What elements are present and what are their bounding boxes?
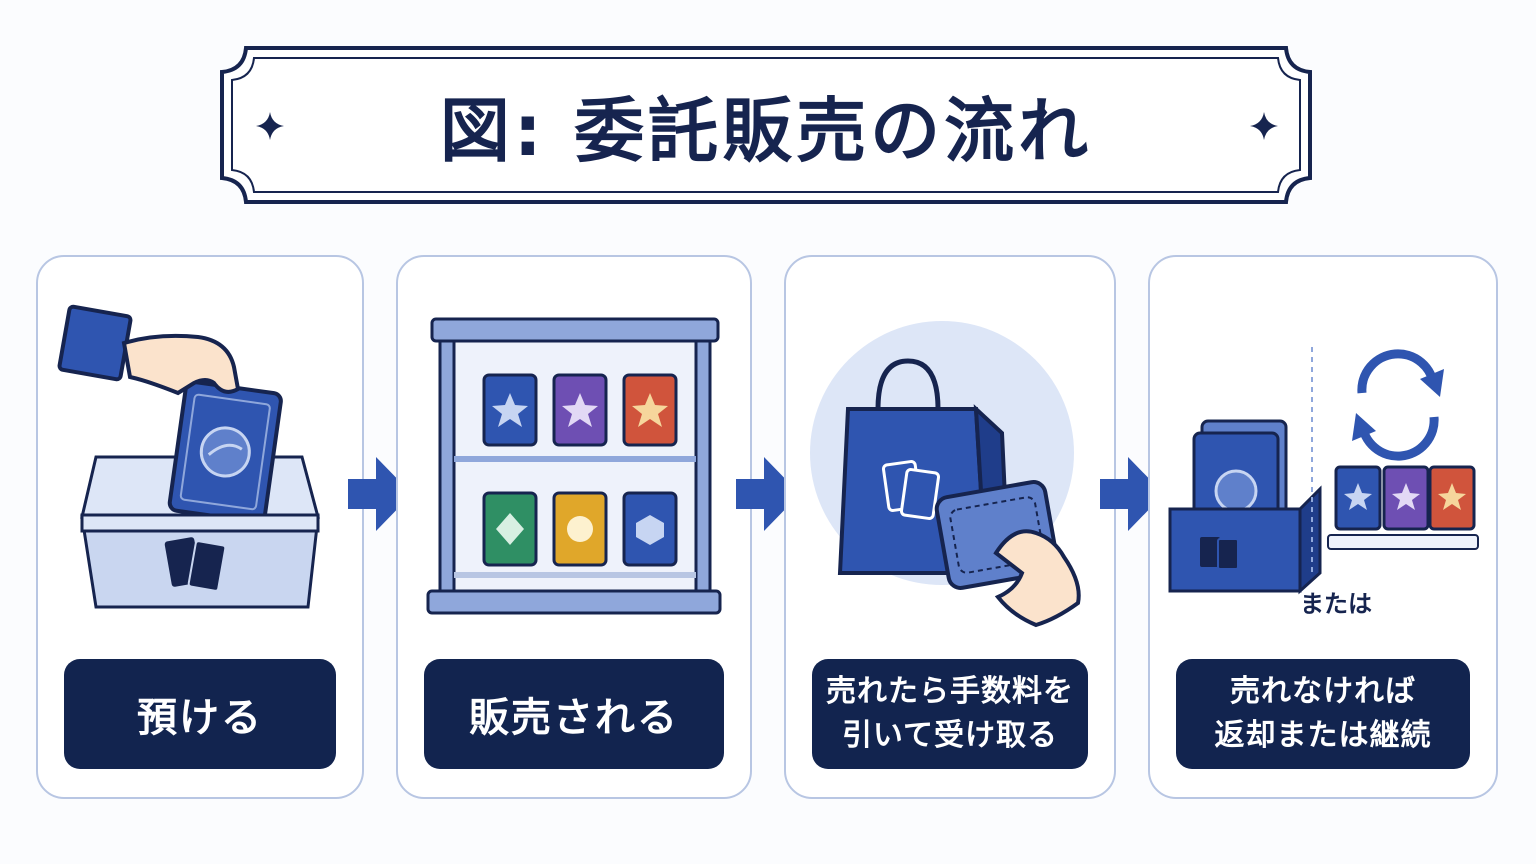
- step-panel-return: 売れなければ 返却または継続: [1148, 255, 1498, 799]
- arrow-right-icon: [1100, 457, 1164, 531]
- step-panel-deposit: 預ける: [36, 255, 364, 799]
- box-icon: [80, 513, 320, 609]
- step-label: 預ける: [64, 659, 336, 769]
- card-icon: [482, 491, 538, 567]
- card-icon: [482, 373, 538, 447]
- deposit-illustration: [57, 304, 320, 609]
- arrow-right-icon: [736, 457, 800, 531]
- step-panel-receive: 売れたら手数料を 引いて受け取る: [784, 255, 1116, 799]
- card-icon: [552, 491, 608, 567]
- step-panel-sale: 販売される: [396, 255, 752, 799]
- refresh-icon: [1352, 349, 1444, 461]
- step-label: 販売される: [424, 659, 724, 769]
- card-icon: [622, 373, 678, 447]
- card-stand-icon: [1327, 465, 1479, 550]
- card-icon: [167, 379, 283, 524]
- card-box-icon: [1168, 419, 1322, 595]
- sparkle-icon: [256, 112, 284, 140]
- card-icon: [552, 373, 608, 447]
- title-frame: [220, 46, 1312, 204]
- hand-icon: [993, 529, 1081, 628]
- card-icon: [622, 491, 678, 567]
- hand-icon: [57, 304, 241, 396]
- sparkle-icon: [1250, 112, 1278, 140]
- arrow-right-icon: [348, 457, 412, 531]
- page-title: 図: 委託販売の流れ: [439, 89, 1093, 172]
- receive-illustration: [810, 321, 1081, 628]
- step-label: 売れなければ 返却または継続: [1176, 659, 1470, 769]
- step-label: 売れたら手数料を 引いて受け取る: [812, 659, 1088, 769]
- display-case-icon: [426, 317, 722, 615]
- return-illustration: [1168, 347, 1479, 595]
- or-label: または: [1300, 590, 1372, 618]
